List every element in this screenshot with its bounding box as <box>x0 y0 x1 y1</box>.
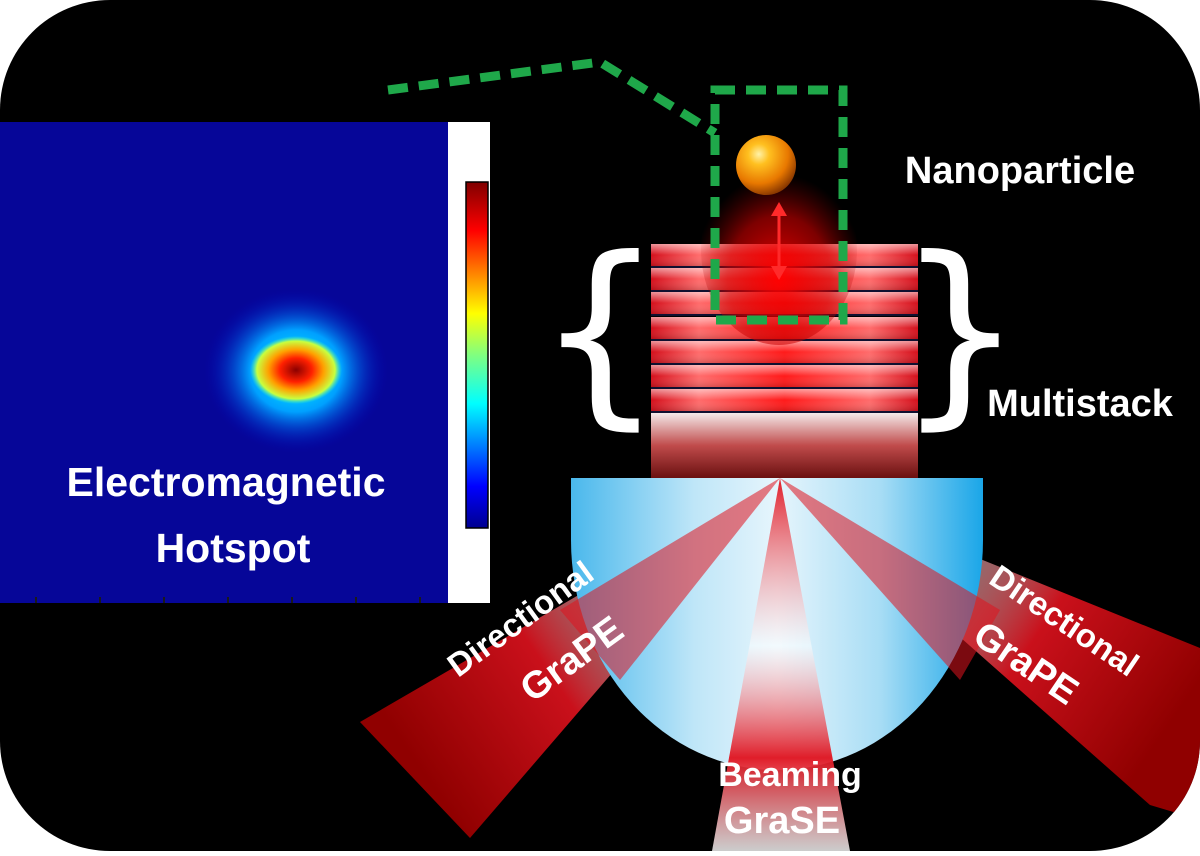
zoom-leader-line <box>387 57 718 137</box>
multistack-label: Multistack <box>987 383 1174 425</box>
left-brace: { <box>536 215 663 448</box>
stack-substrate <box>651 413 918 478</box>
hotspot-map-ticks <box>35 597 421 603</box>
beam-right-inner <box>780 478 1000 680</box>
center-beam-label-line1: Beaming <box>718 756 862 794</box>
zoom-box <box>710 85 848 325</box>
gap-arrow <box>771 202 787 280</box>
beam-left-inner <box>560 478 780 680</box>
colorbar <box>465 181 489 529</box>
center-beam-label-line2: GraSE <box>724 800 840 842</box>
zoom-indicator <box>387 57 848 325</box>
hotspot-core <box>250 336 342 404</box>
hotspot-label-line2: Hotspot <box>156 525 311 571</box>
hotspot-label-line1: Electromagnetic <box>67 459 386 505</box>
right-brace: } <box>896 215 1023 448</box>
nanoparticle-label: Nanoparticle <box>905 150 1135 192</box>
nanoparticle <box>736 135 796 195</box>
beam-center <box>712 478 850 851</box>
